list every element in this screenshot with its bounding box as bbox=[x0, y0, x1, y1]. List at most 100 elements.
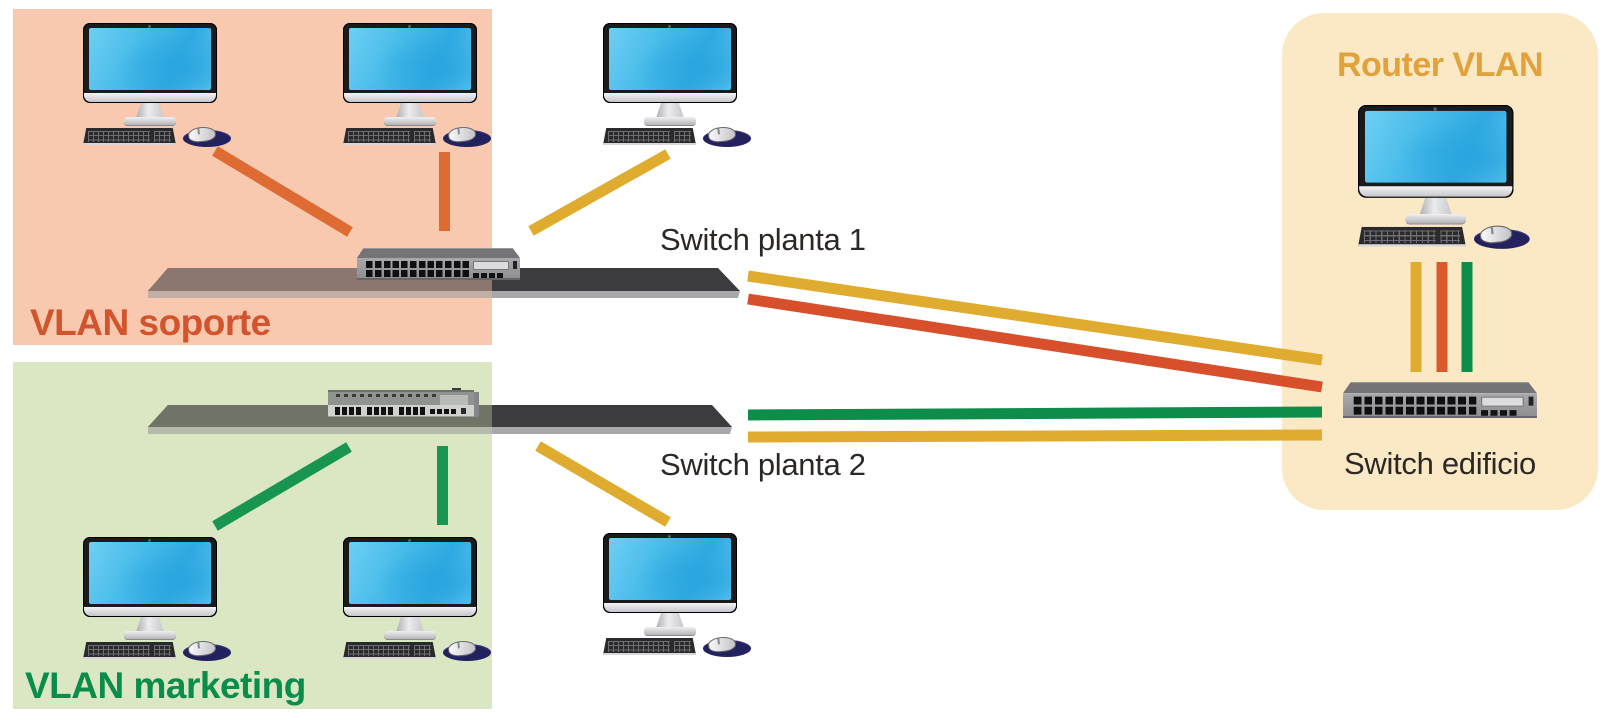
switch-front-face bbox=[328, 405, 474, 417]
port-group bbox=[366, 261, 399, 268]
monitor bbox=[343, 537, 477, 617]
keys bbox=[88, 644, 150, 656]
switch-edificio bbox=[1343, 382, 1537, 418]
keyboard-icon bbox=[83, 642, 176, 659]
camera-icon bbox=[148, 538, 151, 542]
monitor-chin bbox=[604, 93, 736, 102]
monitor bbox=[603, 533, 737, 613]
keyboard-icon bbox=[603, 128, 696, 145]
router-vlan-zone bbox=[1282, 13, 1598, 510]
switch-display bbox=[473, 261, 509, 270]
keys bbox=[88, 130, 150, 142]
mouse-line bbox=[717, 128, 720, 135]
monitor-base bbox=[644, 627, 696, 635]
power-button bbox=[513, 261, 517, 269]
vlan-soporte-label: VLAN soporte bbox=[30, 302, 271, 343]
monitor-stand bbox=[656, 103, 684, 118]
port-group bbox=[1437, 396, 1477, 405]
keyboard-edge bbox=[83, 657, 176, 659]
power-button bbox=[461, 408, 466, 414]
camera-icon bbox=[408, 24, 411, 28]
monitor-chin bbox=[84, 607, 216, 616]
uplink-ports bbox=[1481, 410, 1518, 416]
port-group bbox=[399, 407, 425, 415]
keys bbox=[608, 640, 670, 652]
monitor-base bbox=[1405, 214, 1466, 224]
monitor-stand bbox=[1419, 197, 1452, 216]
keys bbox=[1363, 229, 1436, 243]
monitor-chin bbox=[1359, 186, 1513, 197]
switch-display bbox=[1481, 396, 1524, 407]
keyboard-icon bbox=[83, 128, 176, 145]
keyboard-icon bbox=[603, 638, 696, 655]
router-pc bbox=[1358, 105, 1544, 253]
switch-planta2-label: Switch planta 2 bbox=[660, 447, 866, 482]
camera-icon bbox=[408, 538, 411, 542]
vlan-marketing-label: VLAN marketing bbox=[25, 665, 306, 706]
switch-top-face bbox=[357, 248, 520, 258]
port-group bbox=[401, 269, 434, 277]
trunk-switch1-orange bbox=[747, 293, 1323, 393]
screen bbox=[89, 542, 211, 604]
uplink-ports bbox=[430, 409, 457, 414]
port-group bbox=[436, 261, 469, 268]
monitor-stand bbox=[136, 103, 164, 118]
monitor-base bbox=[384, 631, 436, 639]
switch-front-face bbox=[1343, 393, 1537, 418]
port-group bbox=[436, 269, 469, 277]
keyboard-edge bbox=[1358, 244, 1466, 247]
shelf-planta2-edge-tinted bbox=[148, 427, 492, 434]
port-group bbox=[1353, 396, 1393, 405]
monitor-base bbox=[124, 117, 176, 125]
port-group bbox=[367, 407, 393, 415]
numpad bbox=[154, 130, 171, 142]
trunk-switch2-green bbox=[747, 406, 1323, 421]
switch-top-face bbox=[1343, 382, 1537, 394]
keyboard-icon bbox=[1358, 226, 1466, 247]
monitor-chin bbox=[84, 93, 216, 102]
router-vlan-label: Router VLAN bbox=[1336, 46, 1544, 84]
keyboard-edge bbox=[343, 657, 436, 659]
switch-edificio-label: Switch edificio bbox=[1344, 446, 1536, 481]
switch-planta1 bbox=[357, 248, 520, 280]
port-group bbox=[1437, 406, 1477, 415]
monitor bbox=[343, 23, 477, 103]
monitor-base bbox=[644, 117, 696, 125]
pc-marketing-1 bbox=[83, 537, 243, 665]
link-pc-marketing1-switch2 bbox=[212, 442, 352, 531]
numpad bbox=[674, 640, 691, 652]
mouse-line bbox=[197, 642, 200, 649]
keys bbox=[348, 130, 410, 142]
rear-ports bbox=[336, 394, 440, 397]
keyboard-edge bbox=[343, 143, 436, 145]
port-group bbox=[1395, 396, 1435, 405]
numpad bbox=[154, 644, 171, 656]
pc-soporte-2 bbox=[343, 23, 503, 151]
link-pc-planta1-switch1 bbox=[528, 149, 671, 236]
screen bbox=[89, 28, 211, 90]
port-group bbox=[401, 261, 434, 268]
monitor-chin bbox=[344, 607, 476, 616]
mouse-line bbox=[197, 128, 200, 135]
camera-icon bbox=[1433, 106, 1437, 111]
port-group bbox=[335, 407, 361, 415]
camera-icon bbox=[668, 24, 671, 28]
switch-front-face bbox=[357, 258, 520, 280]
link-pc-soporte1-switch1 bbox=[212, 146, 353, 237]
numpad bbox=[1440, 229, 1461, 243]
mouse-line bbox=[457, 642, 460, 649]
keyboard-edge bbox=[603, 653, 696, 655]
monitor-chin bbox=[604, 603, 736, 612]
switch-top-face bbox=[328, 390, 474, 405]
monitor-stand bbox=[396, 103, 424, 118]
port-group bbox=[366, 269, 399, 277]
pc-soporte-1 bbox=[83, 23, 243, 151]
port-group bbox=[1395, 406, 1435, 415]
camera-icon bbox=[148, 24, 151, 28]
keyboard-edge bbox=[603, 143, 696, 145]
monitor-base bbox=[384, 117, 436, 125]
monitor bbox=[1358, 105, 1514, 198]
power-button bbox=[1528, 396, 1534, 406]
screen bbox=[609, 538, 731, 600]
